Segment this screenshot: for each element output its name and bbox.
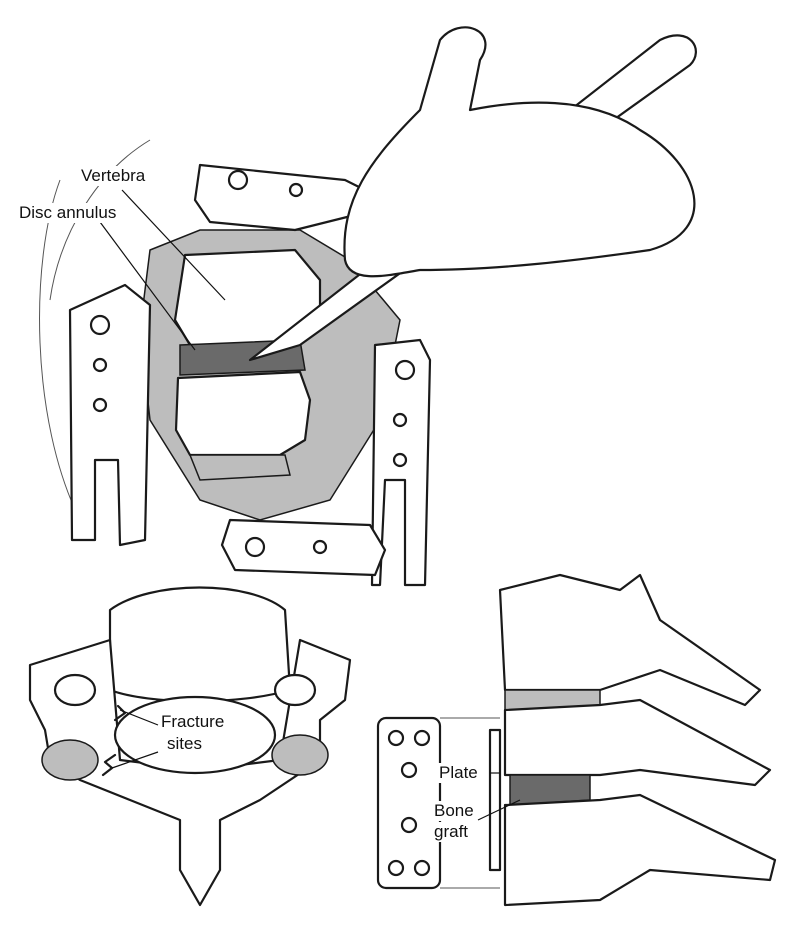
label-plate: Plate [438,763,479,783]
vertebra-lower [174,370,312,457]
plate-front [376,716,442,890]
label-bone-graft-1: Bone [433,801,475,821]
disc-annulus-leader [99,221,196,351]
vertebral-body [108,586,292,703]
retractor-bottom [220,518,387,577]
surgical-field [39,26,697,587]
label-vertebra: Vertebra [80,166,147,186]
retractor-left [68,283,152,547]
retractor-top [193,163,367,232]
label-disc-annulus: Disc annulus [18,203,118,223]
plate-side [488,728,502,872]
axial-vertebra [28,586,352,907]
vertebra-leader [121,189,226,301]
label-fracture-sites-1: Fracture [160,712,226,732]
lateral-spine [376,573,777,907]
hand [343,26,696,278]
label-bone-graft-2: graft [433,822,470,842]
label-fracture-sites-2: sites [166,734,203,754]
